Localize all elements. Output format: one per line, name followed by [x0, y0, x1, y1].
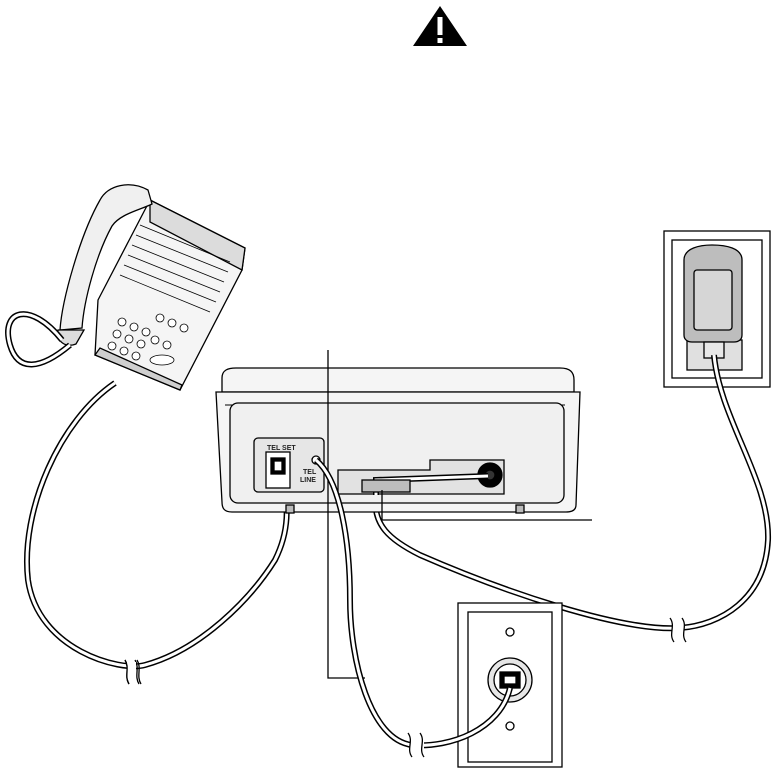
power-adapter: [684, 245, 742, 358]
tel-line-label-bottom: LINE: [300, 477, 316, 484]
telephone-set: [8, 185, 245, 390]
warning-icon: [413, 6, 467, 46]
tel-set-label: TEL SET: [267, 445, 296, 452]
wall-phone-jack: [458, 603, 562, 767]
tel-line-label-top: TEL: [303, 469, 317, 476]
